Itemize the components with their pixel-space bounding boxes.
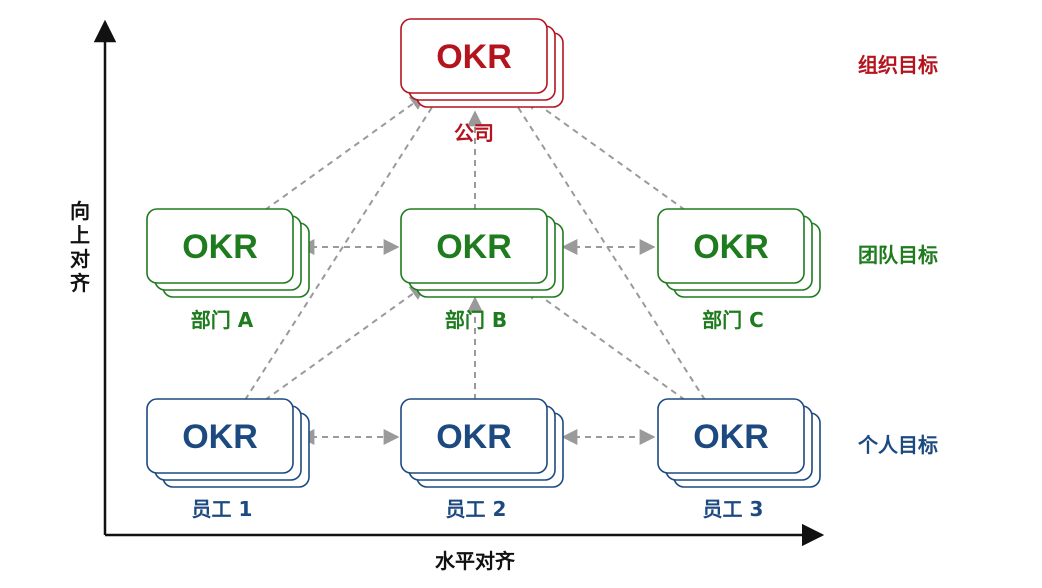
horizontal-axis-label: 水平对齐 (435, 549, 516, 573)
vertical-axis-char: 向 (70, 199, 90, 223)
employee-2-okr-card: OKR (400, 398, 564, 488)
connector-employee-3-to-team-b (523, 284, 686, 401)
employee-3-okr-text: OKR (693, 418, 769, 456)
employee-2-okr-text: OKR (436, 418, 512, 456)
team-b-label: 部门 B (445, 308, 507, 332)
team-c-label: 部门 C (702, 308, 764, 332)
employee-1-okr-text: OKR (182, 418, 258, 456)
employee-1-okr-card: OKR (146, 398, 310, 488)
team-a-okr-card: OKR (146, 208, 310, 298)
employee-3-label: 员工 3 (703, 497, 764, 521)
vertical-axis-label: 向 上 对 齐 (70, 199, 91, 295)
company-label: 公司 (454, 121, 494, 145)
team-c-okr-card: OKR (657, 208, 821, 298)
axes (93, 19, 825, 547)
vertical-axis-char: 齐 (70, 271, 91, 295)
team-b-okr-text: OKR (436, 228, 512, 266)
vertical-axis-char: 对 (70, 247, 90, 271)
employee-3-okr-card: OKR (657, 398, 821, 488)
vertical-axis-char: 上 (70, 223, 90, 247)
connector-employee-1-to-team-b (264, 284, 427, 401)
team-c-okr-text: OKR (693, 228, 769, 266)
org-level-label: 组织目标 (858, 53, 938, 77)
team-a-label: 部门 A (191, 308, 254, 332)
connectors (244, 88, 706, 445)
employee-1-label: 员工 1 (192, 497, 253, 521)
company-okr-card: OKR (400, 18, 564, 108)
employee-2-label: 员工 2 (446, 497, 507, 521)
team-level-label: 团队目标 (858, 243, 938, 267)
connector-team-c-to-company (523, 94, 686, 211)
team-b-okr-card: OKR (400, 208, 564, 298)
individual-level-label: 个人目标 (857, 433, 938, 457)
connector-team-a-to-company (264, 94, 427, 211)
company-okr-text: OKR (436, 38, 512, 76)
team-a-okr-text: OKR (182, 228, 258, 266)
